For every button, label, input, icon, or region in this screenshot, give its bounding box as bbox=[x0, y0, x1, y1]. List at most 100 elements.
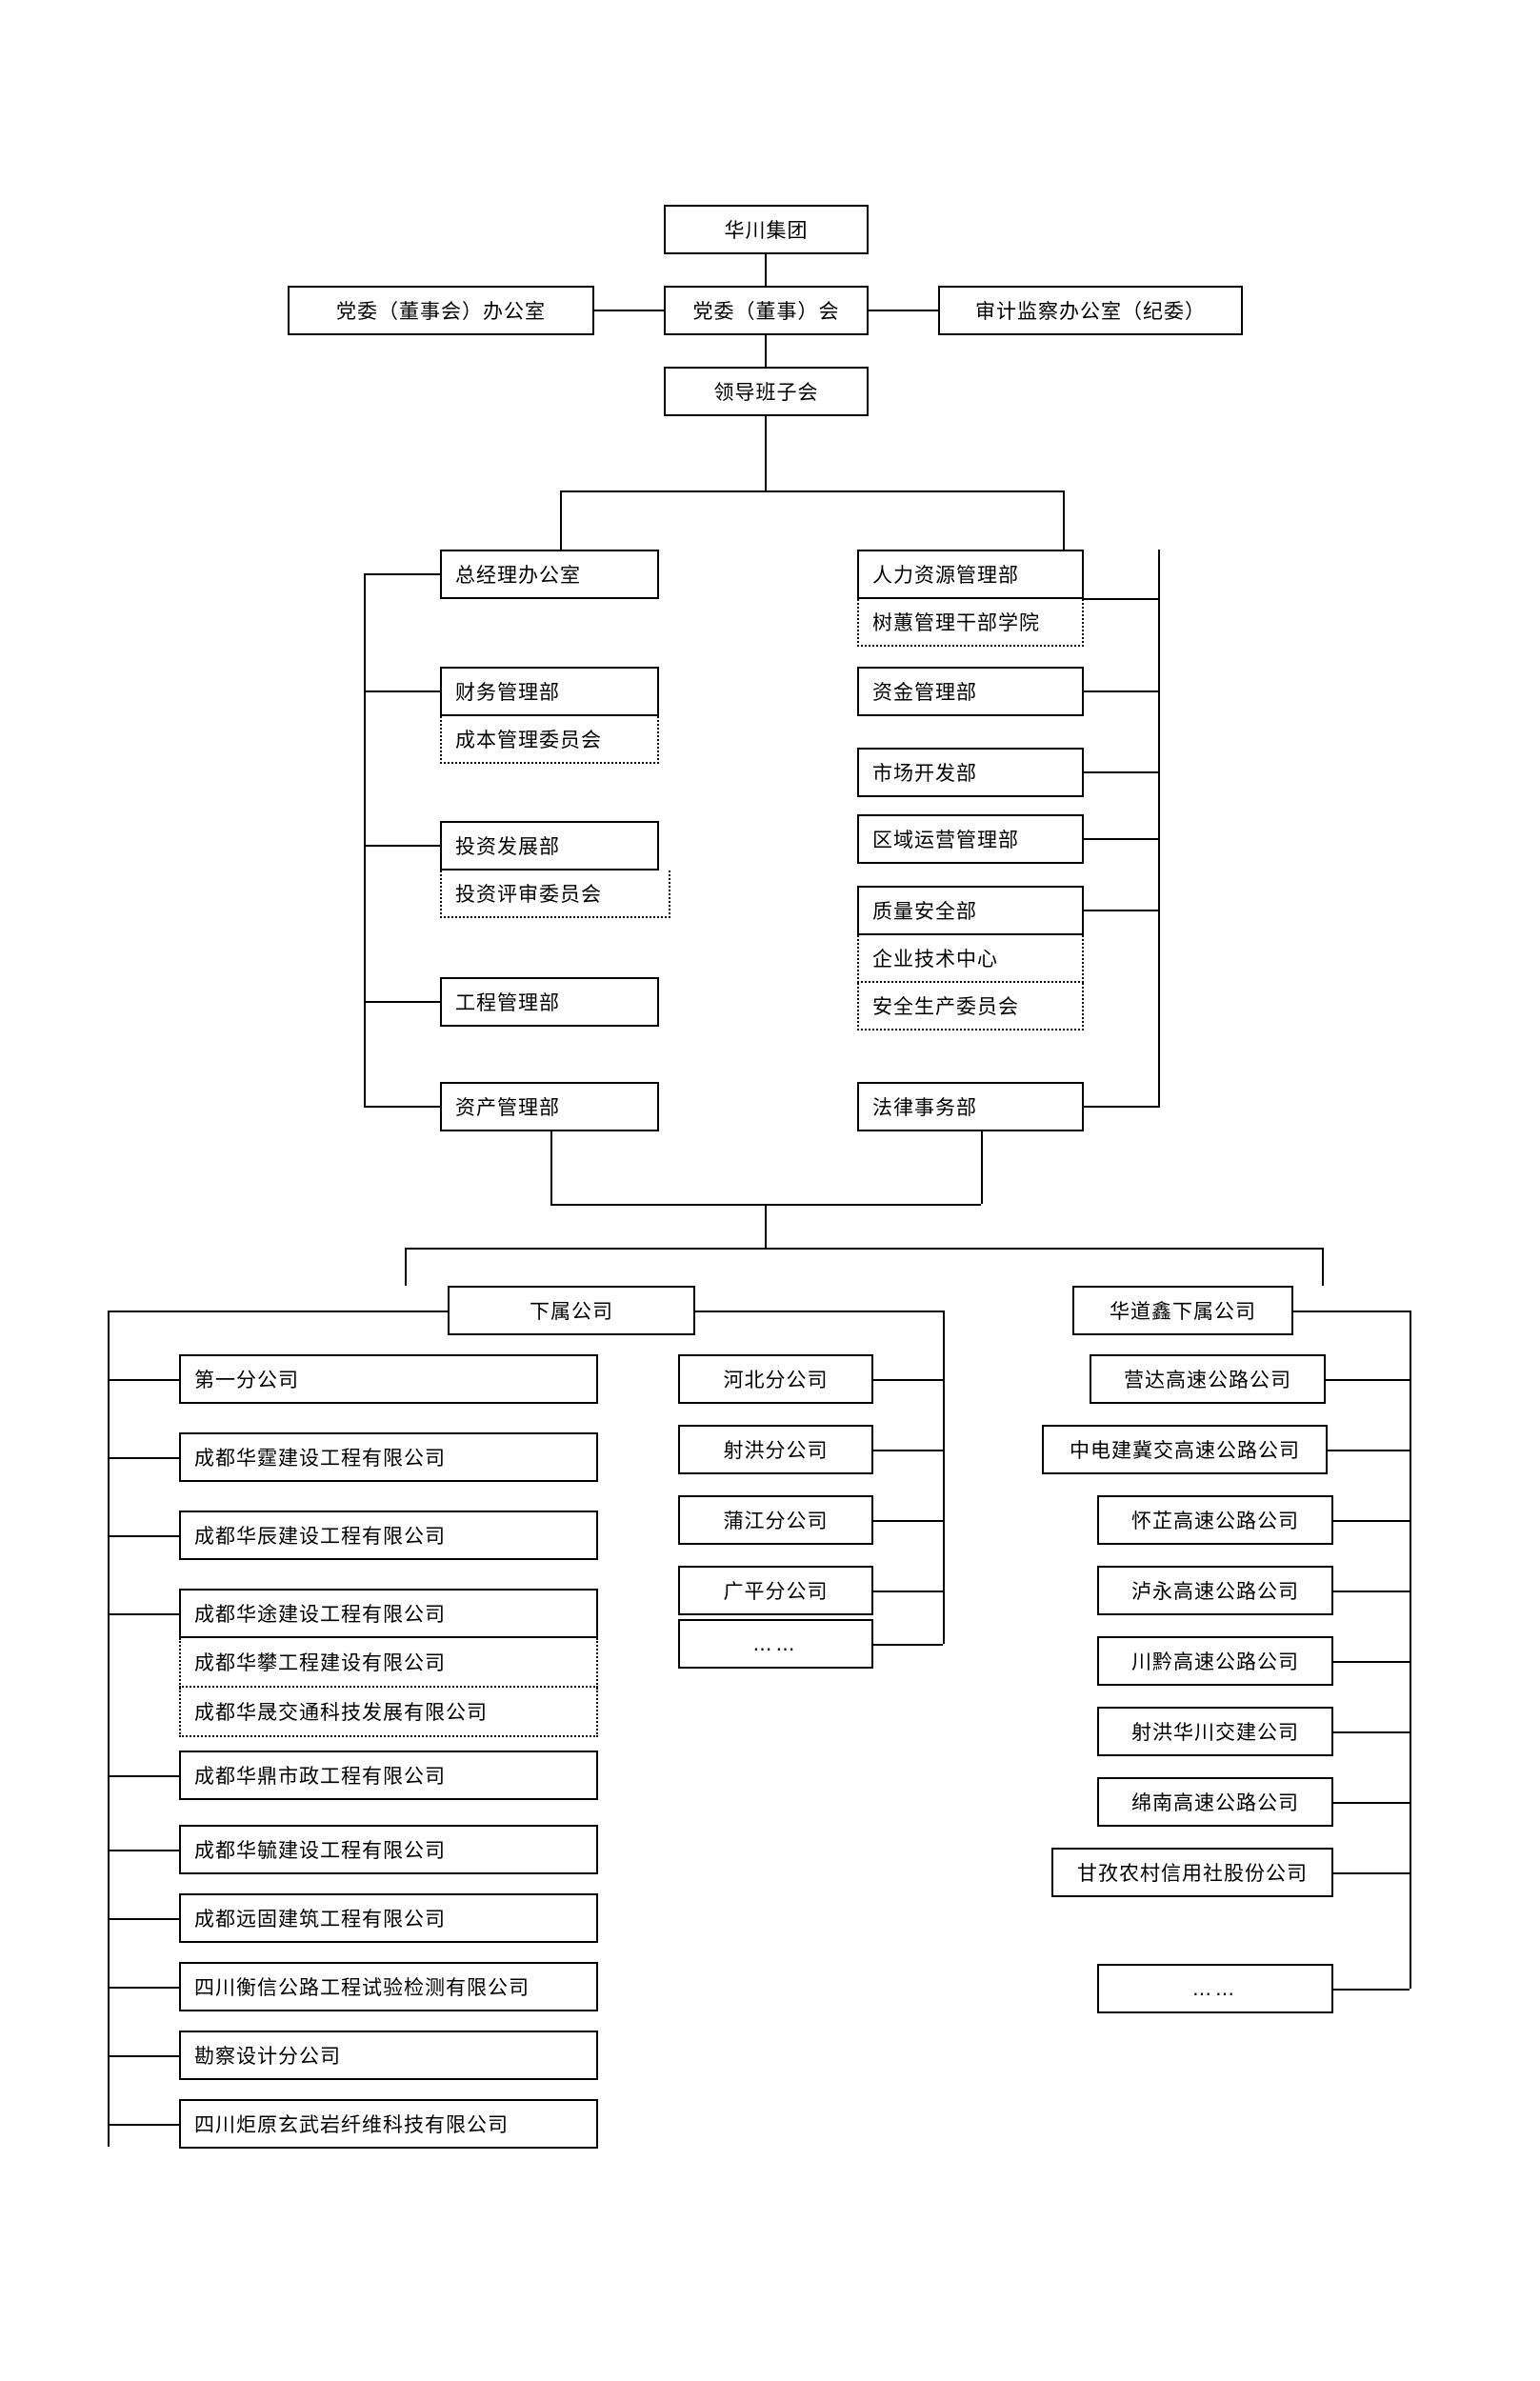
connector-sub-b-3 bbox=[873, 1520, 943, 1522]
node-dept-general-manager-office[interactable]: 总经理办公室 bbox=[440, 550, 659, 599]
node-branch-ellipsis[interactable]: …… bbox=[678, 1619, 873, 1669]
connector-left-dept-down bbox=[550, 1131, 552, 1204]
node-label: 下属公司 bbox=[530, 1300, 613, 1323]
node-subsidiary-item[interactable]: 成都华途建设工程有限公司 bbox=[179, 1589, 598, 1638]
node-dept-engineering-management[interactable]: 工程管理部 bbox=[440, 977, 659, 1027]
node-huadaoxin-item[interactable]: 怀芷高速公路公司 bbox=[1097, 1495, 1333, 1545]
node-branch-item[interactable]: 蒲江分公司 bbox=[678, 1495, 873, 1545]
node-label: 营达高速公路公司 bbox=[1124, 1369, 1291, 1391]
node-subsidiary-companies-header[interactable]: 下属公司 bbox=[448, 1286, 695, 1335]
node-huadaoxin-item[interactable]: 绵南高速公路公司 bbox=[1097, 1777, 1333, 1827]
node-subsidiary-sub-item[interactable]: 成都华晟交通科技发展有限公司 bbox=[179, 1688, 598, 1737]
node-label: 河北分公司 bbox=[723, 1369, 829, 1391]
node-branch-item[interactable]: 射洪分公司 bbox=[678, 1425, 873, 1474]
node-dept-asset-management[interactable]: 资产管理部 bbox=[440, 1082, 659, 1131]
node-label: 中电建冀交高速公路公司 bbox=[1070, 1439, 1300, 1462]
node-dept-quality-safety[interactable]: 质量安全部 bbox=[857, 886, 1084, 935]
node-label: 企业技术中心 bbox=[872, 948, 998, 970]
node-branch-item[interactable]: 河北分公司 bbox=[678, 1354, 873, 1404]
node-subdept-enterprise-technology-center[interactable]: 企业技术中心 bbox=[857, 935, 1084, 983]
node-label: 成都远固建筑工程有限公司 bbox=[194, 1908, 446, 1931]
node-subsidiary-sub-item[interactable]: 成都华攀工程建设有限公司 bbox=[179, 1638, 598, 1688]
node-label: 成都华晟交通科技发展有限公司 bbox=[194, 1701, 488, 1724]
connector-main-header-right bbox=[695, 1311, 943, 1312]
node-label: 法律事务部 bbox=[872, 1096, 977, 1119]
connector-sub-b-5 bbox=[873, 1644, 943, 1646]
node-label: 华道鑫下属公司 bbox=[1110, 1300, 1256, 1323]
node-dept-regional-operations[interactable]: 区域运营管理部 bbox=[857, 814, 1084, 864]
node-subsidiary-item[interactable]: 成都华毓建设工程有限公司 bbox=[179, 1825, 598, 1874]
node-party-board[interactable]: 党委（董事）会 bbox=[664, 286, 869, 335]
connector-subsidiary-drop bbox=[765, 1204, 767, 1248]
node-label: 射洪华川交建公司 bbox=[1131, 1721, 1299, 1744]
connector-hdx-2 bbox=[1328, 1450, 1410, 1451]
node-dept-finance[interactable]: 财务管理部 bbox=[440, 667, 659, 716]
node-label: 成都华攀工程建设有限公司 bbox=[194, 1651, 446, 1674]
node-huadaoxin-item[interactable]: 射洪华川交建公司 bbox=[1097, 1707, 1333, 1756]
node-huadaoxin-item[interactable]: 甘孜农村信用社股份公司 bbox=[1051, 1848, 1333, 1897]
node-subsidiary-item[interactable]: 成都华辰建设工程有限公司 bbox=[179, 1511, 598, 1560]
connector-sub-a-7 bbox=[108, 1775, 179, 1777]
node-label: 成都华毓建设工程有限公司 bbox=[194, 1839, 446, 1862]
node-subsidiary-item[interactable]: 成都华霆建设工程有限公司 bbox=[179, 1432, 598, 1482]
connector-bus-to-right-col bbox=[1063, 490, 1065, 550]
node-label: 绵南高速公路公司 bbox=[1131, 1791, 1299, 1814]
connector-sub-a-3 bbox=[108, 1535, 179, 1537]
connector-dept-right-4 bbox=[1084, 838, 1160, 840]
node-subdept-safety-production-committee[interactable]: 安全生产委员会 bbox=[857, 983, 1084, 1030]
connector-subsidiary-bus-lower bbox=[405, 1248, 1322, 1250]
node-label: 射洪分公司 bbox=[723, 1439, 829, 1462]
connector-leadership-down bbox=[765, 416, 767, 490]
node-branch-item[interactable]: 广平分公司 bbox=[678, 1566, 873, 1615]
left-dept-spine bbox=[364, 574, 366, 1108]
connector-hdx-8 bbox=[1333, 1872, 1410, 1874]
node-huadaoxin-ellipsis[interactable]: …… bbox=[1097, 1964, 1333, 2013]
node-label: 川黔高速公路公司 bbox=[1131, 1651, 1299, 1673]
right-dept-spine bbox=[1158, 550, 1160, 1106]
node-label: 怀芷高速公路公司 bbox=[1131, 1510, 1299, 1532]
node-label: 第一分公司 bbox=[194, 1369, 299, 1391]
node-huadaoxin-item[interactable]: 川黔高速公路公司 bbox=[1097, 1636, 1333, 1686]
node-subsidiary-item[interactable]: 四川衡信公路工程试验检测有限公司 bbox=[179, 1962, 598, 2011]
node-leadership-team[interactable]: 领导班子会 bbox=[664, 367, 869, 416]
node-dept-investment-development[interactable]: 投资发展部 bbox=[440, 821, 659, 870]
connector-main-header-left bbox=[108, 1311, 448, 1312]
node-huadaoxin-item[interactable]: 营达高速公路公司 bbox=[1090, 1354, 1326, 1404]
node-dept-market-development[interactable]: 市场开发部 bbox=[857, 748, 1084, 797]
node-label: 广平分公司 bbox=[723, 1580, 829, 1603]
node-subdept-investment-review-committee[interactable]: 投资评审委员会 bbox=[440, 870, 670, 918]
main-left-spine bbox=[108, 1311, 110, 2147]
node-label: 领导班子会 bbox=[713, 381, 819, 404]
node-huadaoxin-item[interactable]: 泸永高速公路公司 bbox=[1097, 1566, 1333, 1615]
connector-left-office bbox=[594, 310, 664, 311]
node-dept-legal-affairs[interactable]: 法律事务部 bbox=[857, 1082, 1084, 1131]
node-label: 总经理办公室 bbox=[455, 564, 581, 587]
node-party-board-office[interactable]: 党委（董事会）办公室 bbox=[288, 286, 594, 335]
connector-hdx-6 bbox=[1333, 1731, 1410, 1733]
node-root[interactable]: 华川集团 bbox=[664, 205, 869, 254]
connector-sub-b-1 bbox=[873, 1379, 943, 1381]
node-label: …… bbox=[752, 1632, 799, 1655]
node-huadaoxin-header[interactable]: 华道鑫下属公司 bbox=[1072, 1286, 1293, 1335]
node-subsidiary-item[interactable]: 成都华鼎市政工程有限公司 bbox=[179, 1751, 598, 1800]
node-subdept-shuhui-cadre-college[interactable]: 树蕙管理干部学院 bbox=[857, 599, 1084, 647]
connector-board-to-leadership bbox=[765, 335, 767, 367]
node-dept-fund-management[interactable]: 资金管理部 bbox=[857, 667, 1084, 716]
connector-sub-a-2 bbox=[108, 1457, 179, 1459]
node-subsidiary-item[interactable]: 成都远固建筑工程有限公司 bbox=[179, 1893, 598, 1943]
node-audit-supervision-office[interactable]: 审计监察办公室（纪委） bbox=[938, 286, 1243, 335]
node-label: 四川衡信公路工程试验检测有限公司 bbox=[194, 1976, 530, 1999]
node-subsidiary-item[interactable]: 勘察设计分公司 bbox=[179, 2031, 598, 2080]
connector-right-office bbox=[869, 310, 938, 311]
connector-huadaoxin-header-right bbox=[1293, 1311, 1410, 1312]
node-label: 安全生产委员会 bbox=[872, 995, 1019, 1018]
node-subsidiary-item[interactable]: 第一分公司 bbox=[179, 1354, 598, 1404]
connector-to-main-subsidiary bbox=[405, 1248, 407, 1286]
node-subdept-cost-management-committee[interactable]: 成本管理委员会 bbox=[440, 716, 659, 764]
node-subsidiary-item[interactable]: 四川炬原玄武岩纤维科技有限公司 bbox=[179, 2099, 598, 2149]
node-dept-human-resources[interactable]: 人力资源管理部 bbox=[857, 550, 1084, 599]
connector-hdx-3 bbox=[1333, 1520, 1410, 1522]
node-huadaoxin-item[interactable]: 中电建冀交高速公路公司 bbox=[1042, 1425, 1328, 1474]
node-label: 甘孜农村信用社股份公司 bbox=[1077, 1862, 1308, 1885]
node-label: 投资发展部 bbox=[455, 835, 560, 858]
